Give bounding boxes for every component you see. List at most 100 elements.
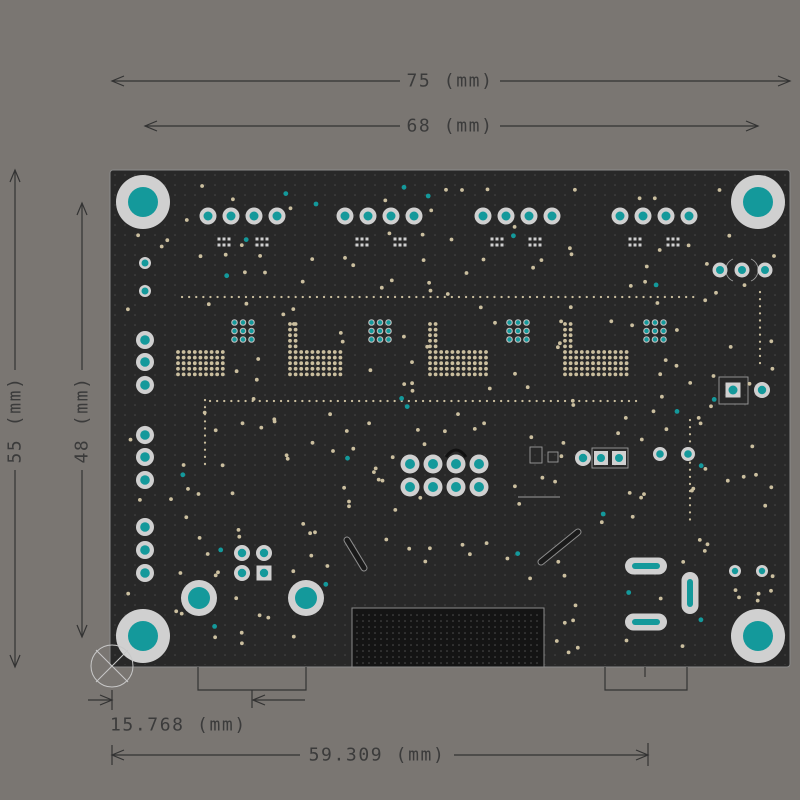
via xyxy=(742,283,747,287)
header-pin xyxy=(474,207,492,225)
bga-ball xyxy=(428,344,432,349)
bga-ball xyxy=(220,361,225,366)
teal-via xyxy=(323,581,329,587)
via xyxy=(410,360,414,364)
drill-hole xyxy=(615,454,623,462)
connector-pin xyxy=(136,541,154,559)
bga-ball xyxy=(198,366,203,371)
teal-via xyxy=(511,233,516,239)
via xyxy=(126,591,131,596)
drill-hole xyxy=(728,385,738,395)
teal-via xyxy=(218,547,224,553)
bga-ball xyxy=(332,372,337,377)
via xyxy=(573,187,577,192)
bga-ball xyxy=(288,333,292,338)
trace xyxy=(344,537,367,571)
via xyxy=(301,522,306,526)
bga-ball xyxy=(467,350,472,354)
thermal-via xyxy=(232,320,237,325)
via xyxy=(513,371,517,376)
bga-ball xyxy=(321,366,326,371)
dimension-left-connector-offset: 15.768 (mm) xyxy=(88,690,305,736)
bga-ball xyxy=(461,350,466,354)
bga-ball xyxy=(596,361,601,366)
bga-ball xyxy=(591,355,595,360)
via xyxy=(651,409,656,414)
via xyxy=(568,305,573,310)
drill-hole xyxy=(140,452,150,462)
traces xyxy=(343,448,582,572)
drill-hole xyxy=(684,450,692,458)
via xyxy=(367,421,371,426)
dimension-label: 59.309 (mm) xyxy=(309,745,446,766)
header-pin xyxy=(400,477,420,497)
bga-ball xyxy=(563,361,567,366)
smd-pad xyxy=(638,243,642,247)
teal-via xyxy=(399,396,404,401)
bga-ball xyxy=(327,350,332,354)
smd-pad xyxy=(265,243,269,247)
via xyxy=(313,530,317,535)
drill-hole xyxy=(405,482,415,492)
via xyxy=(697,538,702,542)
bga-ball xyxy=(472,350,477,354)
bga-ball xyxy=(181,366,186,371)
bga-ball xyxy=(568,355,573,360)
bga-ball xyxy=(450,361,455,366)
bga-ball xyxy=(624,355,629,360)
via xyxy=(688,381,693,385)
via xyxy=(257,613,262,618)
via xyxy=(239,243,244,248)
bga-ball xyxy=(215,361,220,366)
bga-ball xyxy=(192,355,197,360)
bga-ball xyxy=(428,338,432,343)
via xyxy=(628,284,633,288)
square-pin xyxy=(256,565,272,581)
via xyxy=(639,437,644,442)
arrowhead-left xyxy=(251,694,266,706)
thermal-via xyxy=(377,320,383,325)
bga-ball xyxy=(204,361,208,366)
header-pin xyxy=(222,207,240,225)
via xyxy=(169,497,173,501)
via xyxy=(769,588,773,593)
via xyxy=(487,386,492,391)
header-pin xyxy=(575,450,591,466)
header-pin xyxy=(382,207,400,225)
smd-pad xyxy=(360,237,364,241)
bga-ball xyxy=(209,355,214,360)
via xyxy=(517,502,522,506)
bga-ball xyxy=(444,366,449,371)
via xyxy=(702,549,707,553)
teal-via xyxy=(404,404,410,409)
bga-ball xyxy=(613,350,618,354)
via xyxy=(239,630,244,635)
via xyxy=(484,541,489,545)
via xyxy=(351,263,356,268)
thermal-via xyxy=(386,328,391,334)
via xyxy=(630,514,635,519)
bga-ball xyxy=(484,372,488,377)
via xyxy=(630,323,634,328)
tooling-hole-drill xyxy=(188,587,210,609)
via xyxy=(456,412,460,416)
slotted-pad xyxy=(681,572,699,614)
smd-pad xyxy=(676,237,680,241)
bga-ball xyxy=(467,372,472,377)
via xyxy=(558,341,562,346)
header-pin xyxy=(359,207,377,225)
teal-via xyxy=(626,590,632,595)
header-pin xyxy=(680,207,698,225)
header-pin xyxy=(245,207,263,225)
bga-ball xyxy=(596,372,601,377)
bga-ball xyxy=(591,361,595,366)
bga-ball xyxy=(304,350,309,354)
drill-hole xyxy=(363,211,373,221)
via xyxy=(703,467,708,471)
via xyxy=(351,446,356,451)
arrowhead-right xyxy=(99,694,114,706)
via xyxy=(770,366,775,371)
smd-pad xyxy=(538,237,542,241)
via xyxy=(637,196,642,201)
